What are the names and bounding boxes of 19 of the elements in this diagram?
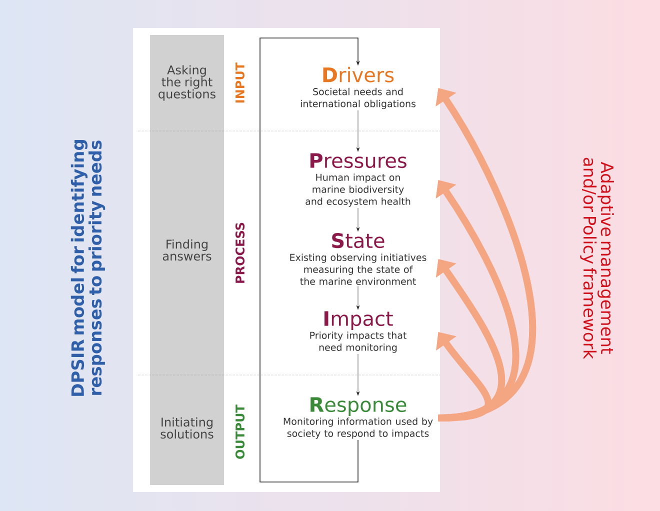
stage-text: State Existing observing initiatives measuring the state of the marine environment <box>290 233 426 285</box>
row-label: Initiating solutions <box>160 417 214 439</box>
row-label: Asking the right questions <box>158 65 216 101</box>
stage-text: Response Monitoring information used by society to respond to impacts <box>284 397 433 439</box>
stage-text: Drivers Societal needs and international obligations <box>300 66 416 110</box>
loop-arrow <box>260 38 360 482</box>
phase-label: PROCESS <box>235 222 245 283</box>
curved-arrow <box>436 332 492 422</box>
row-label: Finding answers <box>162 239 212 261</box>
stage-text: Pressures Human impact on marine biodiversity and ecosystem health <box>306 153 410 207</box>
arrow <box>356 110 360 152</box>
side-title: Adaptive management and/or Policy framework <box>580 158 614 360</box>
arrow <box>356 286 360 310</box>
stage-text: Impact Priority impacts that need monitoring <box>310 311 406 353</box>
phase-label: INPUT <box>236 62 244 103</box>
side-title: DPSIR model for identifying responses to priority needs <box>70 140 106 396</box>
arrow <box>356 354 360 396</box>
arrow <box>356 208 360 232</box>
phase-label: OUTPUT <box>235 404 245 459</box>
